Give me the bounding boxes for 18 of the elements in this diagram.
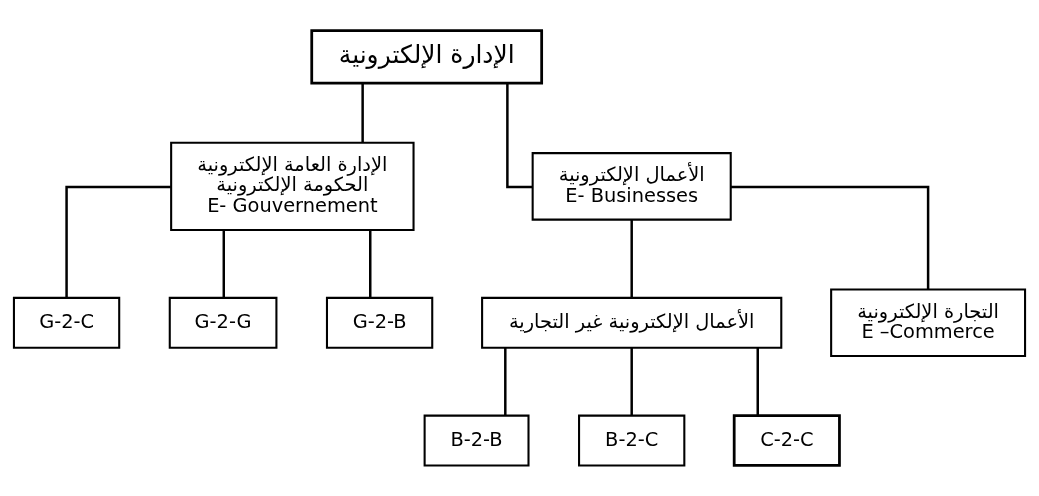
node-box: C-2-C — [732, 414, 841, 467]
connector — [630, 219, 633, 298]
connector — [65, 185, 171, 298]
node-box: B-2-B — [423, 414, 530, 467]
node-box: الأعمال الإلكترونية غير التجارية — [481, 296, 783, 349]
connector — [756, 347, 759, 416]
connector — [361, 83, 364, 143]
node-box: G-2-G — [168, 296, 278, 349]
node-box: G-2-C — [12, 296, 121, 349]
connector — [630, 347, 633, 416]
connector — [222, 230, 226, 298]
connector — [506, 83, 533, 189]
connector — [730, 185, 930, 290]
node-box: B-2-C — [578, 414, 686, 467]
node-box: الإدارة الإلكترونية — [310, 29, 544, 85]
node-box: G-2-B — [325, 296, 434, 349]
connector — [504, 347, 507, 416]
connector — [369, 230, 372, 298]
